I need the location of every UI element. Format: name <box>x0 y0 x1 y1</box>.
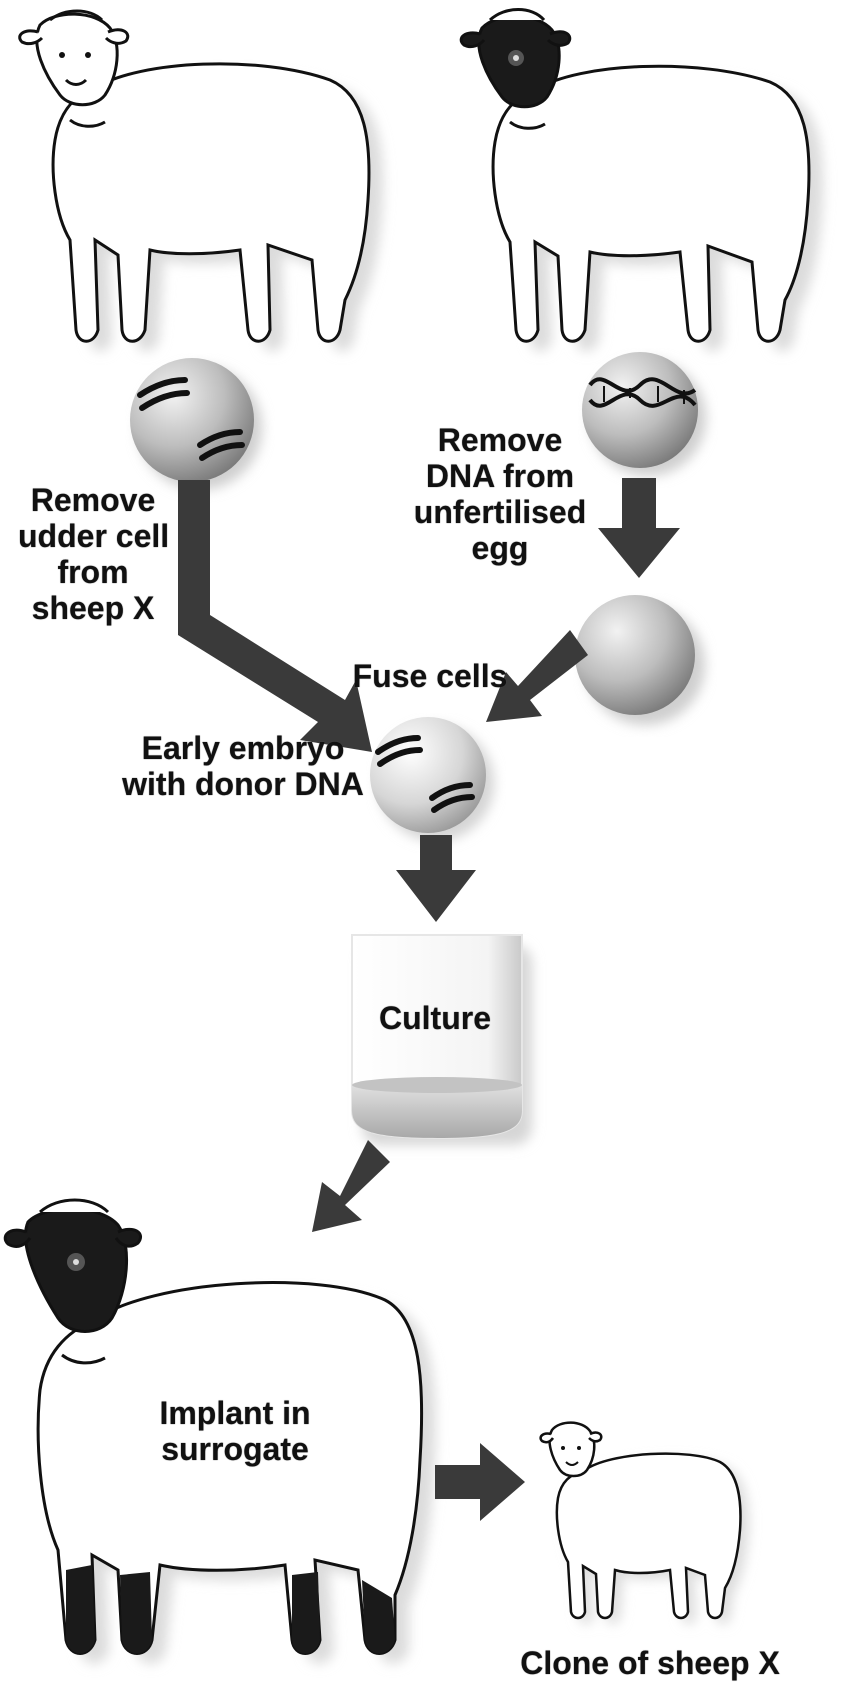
clone-sheep <box>541 1423 749 1624</box>
sheep-x <box>20 11 383 351</box>
udder-cell <box>130 358 262 490</box>
label-early-embryo: Early embryo with donor DNA <box>118 730 368 802</box>
arrow-embryo-to-culture <box>396 835 476 922</box>
label-culture: Culture <box>360 1000 510 1036</box>
label-implant: Implant in surrogate <box>135 1395 335 1467</box>
label-clone: Clone of sheep X <box>500 1645 800 1681</box>
label-remove-udder-cell: Remove udder cell from sheep X <box>18 482 168 626</box>
arrow-udder-to-embryo <box>178 480 372 752</box>
arrow-surrogate-to-clone <box>435 1443 525 1521</box>
egg-donor-sheep <box>461 10 823 352</box>
label-remove-dna: Remove DNA from unfertilised egg <box>400 422 600 566</box>
unfertilised-egg <box>582 352 706 476</box>
label-fuse-cells: Fuse cells <box>340 658 520 694</box>
early-embryo <box>370 717 494 841</box>
culture-flask <box>352 935 532 1145</box>
arrow-culture-to-surrogate <box>312 1140 390 1232</box>
arrow-egg-down <box>598 478 680 578</box>
enucleated-egg <box>575 595 705 725</box>
